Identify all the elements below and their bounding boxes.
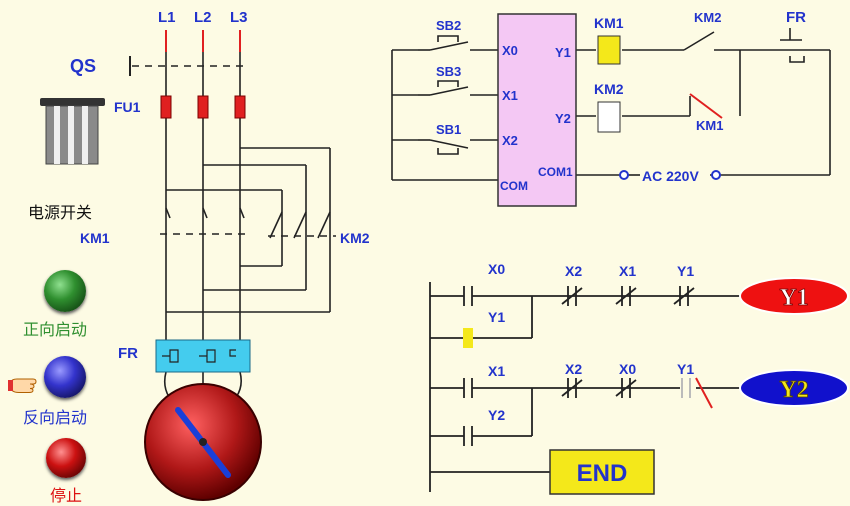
label-rung2-contact: X1 <box>488 363 505 379</box>
terminal-ac-left <box>619 170 629 180</box>
label-rung1-nc-1: X1 <box>619 263 636 279</box>
plc-box <box>497 13 577 207</box>
label-sb1: SB1 <box>436 122 461 137</box>
coil-km1 <box>597 35 621 65</box>
label-l2: L2 <box>194 9 212 26</box>
label-contact-km2: KM2 <box>694 10 721 25</box>
label-x1: X1 <box>502 88 518 103</box>
km2-main-contacts <box>269 211 331 239</box>
stop-label: 停止 <box>50 486 83 505</box>
label-rung2-nc-2: Y1 <box>677 361 694 377</box>
label-power-switch: 电源开关 <box>28 203 92 222</box>
plc-wiring <box>391 28 831 181</box>
y1-seal-active <box>463 328 473 348</box>
label-contact-km1: KM1 <box>696 118 723 133</box>
label-com: COM <box>500 179 528 193</box>
coil-y1-label: Y1 <box>779 285 808 311</box>
pointing-hand-icon <box>8 376 42 394</box>
label-ac-supply: AC 220V <box>642 168 699 184</box>
reverse-start-button[interactable] <box>44 356 86 398</box>
forward-start-button[interactable] <box>44 270 86 312</box>
label-sb3: SB3 <box>436 64 461 79</box>
label-x0: X0 <box>502 43 518 58</box>
label-l1: L1 <box>158 9 176 26</box>
stop-button[interactable] <box>46 438 86 478</box>
label-fu1: FU1 <box>114 99 141 115</box>
label-qs: QS <box>70 56 96 76</box>
label-km1: KM1 <box>80 230 110 246</box>
label-coil-km1: KM1 <box>594 15 624 31</box>
fuse-fu1 <box>160 95 246 119</box>
label-rung2-nc-1: X0 <box>619 361 636 377</box>
label-sb2: SB2 <box>436 18 461 33</box>
coil-km2 <box>597 101 621 133</box>
km1-aux-contact <box>689 93 723 119</box>
label-x2: X2 <box>502 133 518 148</box>
end-label: END <box>577 460 628 487</box>
coil-y2-label: Y2 <box>779 377 808 403</box>
label-coil-km2: KM2 <box>594 81 624 97</box>
label-rung1-seal: Y1 <box>488 309 505 325</box>
label-y2: Y2 <box>555 111 571 126</box>
rung2-nc-contacts <box>561 378 637 398</box>
fr-thermal-relay <box>155 339 251 373</box>
rung1-nc-contacts <box>561 286 695 306</box>
label-y1: Y1 <box>555 45 571 60</box>
power-switch-icon <box>40 98 105 165</box>
label-rung1-contact: X0 <box>488 261 505 277</box>
end-instruction: END <box>549 449 655 495</box>
forward-start-label: 正向启动 <box>23 320 88 339</box>
label-fr: FR <box>118 345 138 362</box>
label-plc-fr: FR <box>786 9 806 26</box>
label-l3: L3 <box>230 9 248 26</box>
km1-main-contacts <box>165 207 245 219</box>
label-km2: KM2 <box>340 230 370 246</box>
rung2-y1-contact-open <box>681 377 713 409</box>
label-rung1-nc-2: Y1 <box>677 263 694 279</box>
coil-y2-output: Y2 <box>739 369 849 407</box>
label-com1: COM1 <box>538 165 573 179</box>
motor <box>144 383 262 501</box>
ladder-wiring <box>429 282 740 492</box>
terminal-ac-right <box>711 170 721 180</box>
reverse-start-label: 反向启动 <box>23 408 88 427</box>
label-rung1-nc-0: X2 <box>565 263 582 279</box>
label-rung2-seal: Y2 <box>488 407 505 423</box>
power-circuit <box>129 30 336 411</box>
coil-y1-output: Y1 <box>739 277 849 315</box>
label-rung2-nc-0: X2 <box>565 361 582 377</box>
